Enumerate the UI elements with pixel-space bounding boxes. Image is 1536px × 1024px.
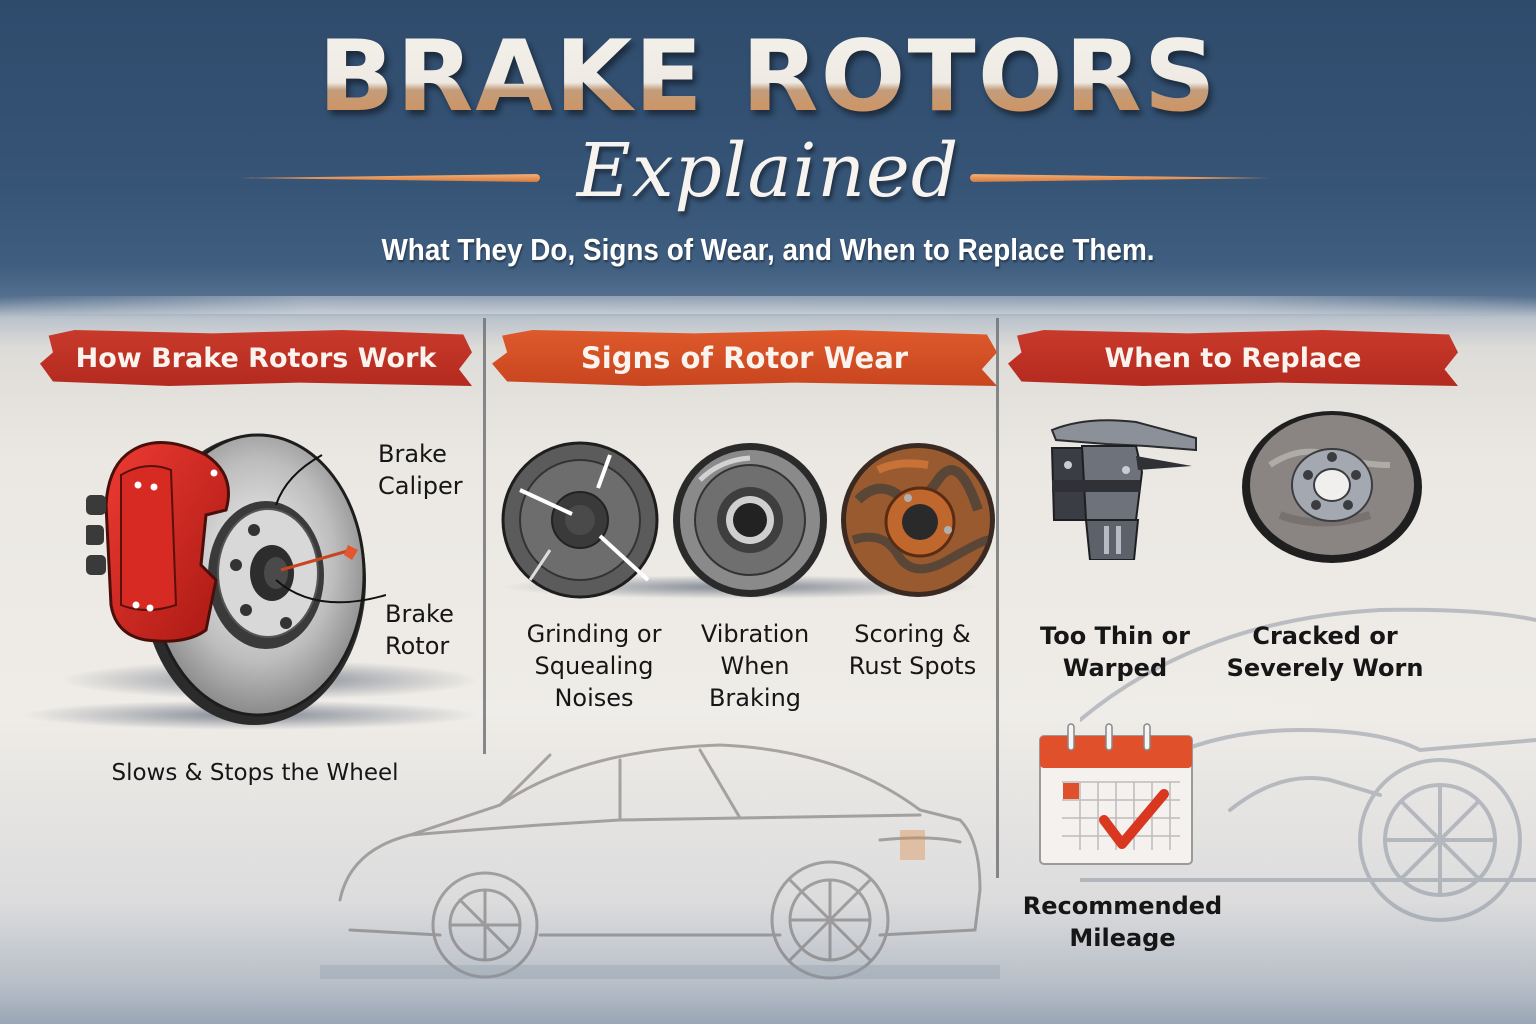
cracked-rotor-icon [501, 441, 659, 599]
callout-brake-caliper: Brake Caliper [378, 440, 463, 500]
label-too-thin-warped: Too Thin or Warped [1040, 622, 1190, 682]
calendar-check-icon [1039, 723, 1193, 865]
label-recommended-mileage: Recommended Mileage [1022, 892, 1223, 952]
column-divider [996, 318, 999, 878]
caption-slows-stops-wheel: Slows & Stops the Wheel [111, 760, 399, 786]
rusty-rotor-icon [841, 443, 995, 597]
label-grinding-noises: Grinding or Squealing Noises [526, 620, 662, 712]
background-streak [0, 296, 1536, 314]
column-divider [483, 318, 486, 754]
decorative-rule-left [240, 174, 540, 182]
page-subtitle-script: Explained [576, 128, 960, 214]
page-title: BRAKE ROTORS [0, 22, 1536, 132]
worn-rotor-icon [1242, 411, 1422, 563]
sedan-sketch-illustration [320, 743, 1000, 980]
page-tagline: What They Do, Signs of Wear, and When to… [381, 232, 1155, 267]
label-vibration-when-braking: Vibration When Braking [700, 620, 810, 712]
smooth-rotor-icon [673, 443, 827, 597]
decorative-rule-right [970, 174, 1270, 182]
section-banner-signs-of-wear: Signs of Rotor Wear [492, 330, 997, 386]
brake-rotor-with-caliper-illustration [86, 433, 386, 725]
label-cracked-severely-worn: Cracked or Severely Worn [1226, 622, 1424, 682]
section-banner-when-to-replace: When to Replace [1008, 330, 1458, 386]
callout-brake-rotor: Brake Rotor [385, 600, 454, 660]
section-banner-how-rotors-work: How Brake Rotors Work [40, 330, 472, 386]
label-scoring-rust-spots: Scoring & Rust Spots [848, 620, 977, 680]
sports-car-sketch-illustration [1080, 607, 1536, 922]
caliper-gauge-icon [1050, 419, 1197, 560]
